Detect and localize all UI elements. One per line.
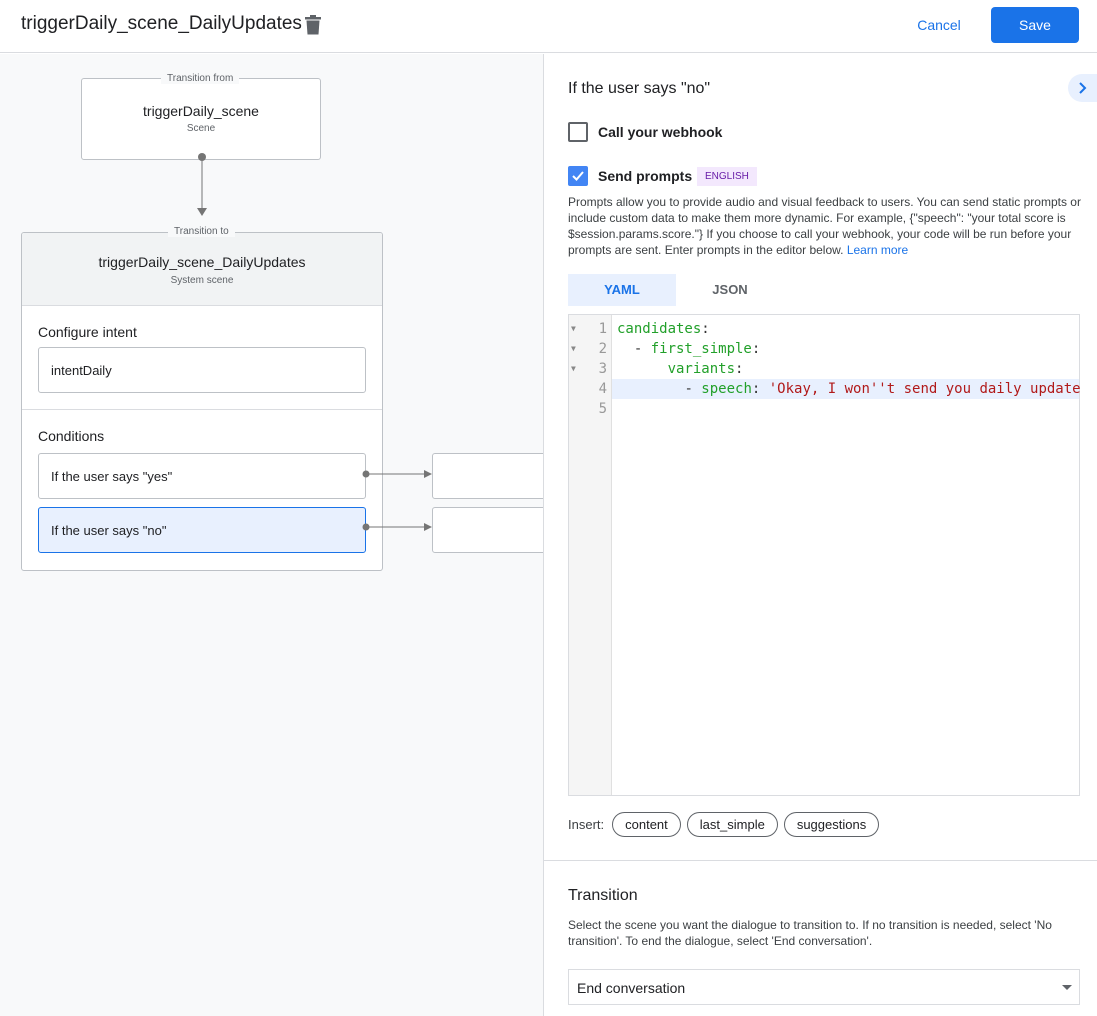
transition-description: Select the scene you want the dialogue t…: [568, 918, 1052, 948]
tab-json[interactable]: JSON: [712, 282, 748, 297]
insert-row: Insert: content last_simple suggestions: [568, 812, 885, 837]
transition-selected-value: End conversation: [577, 980, 686, 996]
insert-chip-suggestions[interactable]: suggestions: [783, 812, 880, 837]
learn-more-link[interactable]: Learn more: [846, 243, 909, 257]
intent-item[interactable]: intentDaily: [38, 347, 366, 393]
fold-arrow-icon: ▼: [571, 344, 576, 353]
prompts-label: Send prompts: [598, 168, 693, 184]
condition-no[interactable]: If the user says "no": [38, 507, 366, 553]
code-line: 4 - speech: 'Okay, I won''t send you dai…: [599, 379, 1081, 399]
transition-heading: Transition: [568, 887, 638, 904]
fold-arrow-icon: ▼: [571, 364, 576, 373]
line-number: 3: [598, 361, 607, 377]
insert-chip-content[interactable]: content: [612, 812, 681, 837]
line-number: 5: [598, 401, 607, 417]
line-number: 2: [598, 341, 607, 357]
condition-panel: If the user says "no" Call your webhook …: [543, 54, 1097, 1016]
cancel-button[interactable]: Cancel: [903, 8, 975, 42]
transition-from-node[interactable]: triggerDaily_scene Scene: [81, 78, 321, 160]
scene-header[interactable]: triggerDaily_scene_DailyUpdates System s…: [22, 233, 382, 306]
chevron-right-icon: [1079, 82, 1087, 94]
to-scene-name: triggerDaily_scene_DailyUpdates: [98, 254, 306, 270]
condition-connectors: [362, 470, 432, 531]
transition-from-label: Transition from: [161, 73, 240, 84]
from-scene-name: triggerDaily_scene: [143, 103, 259, 119]
code-line: 5: [569, 399, 1079, 419]
tab-yaml[interactable]: YAML: [568, 274, 676, 306]
check-icon: [572, 171, 584, 181]
flow-canvas: triggerDaily_scene Scene Transition from…: [0, 54, 562, 1016]
webhook-checkbox[interactable]: [568, 122, 588, 142]
to-scene-type: System scene: [170, 275, 234, 286]
divider: [544, 860, 1097, 861]
description-text: Prompts allow you to provide audio and v…: [568, 195, 1081, 257]
header: triggerDaily_scene_DailyUpdates Cancel S…: [0, 0, 1097, 53]
editor-gutter: [569, 315, 612, 795]
code-line: ▼3 variants:: [571, 361, 752, 377]
condition-yes[interactable]: If the user says "yes": [38, 453, 366, 499]
configure-intent-heading: Configure intent: [38, 324, 137, 340]
target-node-yes[interactable]: [432, 453, 562, 499]
connector-arrow: [197, 153, 207, 216]
conditions-heading: Conditions: [22, 409, 382, 444]
trash-icon[interactable]: [305, 15, 321, 35]
target-node-no[interactable]: [432, 507, 562, 553]
from-scene-type: Scene: [186, 123, 216, 134]
prompts-description: Prompts allow you to provide audio and v…: [568, 194, 1082, 258]
page-title: triggerDaily_scene_DailyUpdates: [21, 13, 302, 34]
code-line: ▼2 - first_simple:: [571, 341, 769, 357]
insert-label: Insert:: [568, 817, 605, 832]
fold-arrow-icon: ▼: [571, 324, 576, 333]
insert-chip-last-simple[interactable]: last_simple: [686, 812, 778, 837]
transition-to-label: Transition to: [168, 226, 235, 237]
line-number: 4: [598, 381, 607, 397]
transition-select[interactable]: End conversation: [568, 969, 1080, 1005]
prompts-checkbox[interactable]: [568, 166, 588, 186]
line-number: 1: [598, 321, 607, 337]
language-badge: ENGLISH: [697, 167, 757, 186]
save-button[interactable]: Save: [991, 7, 1079, 43]
webhook-label: Call your webhook: [598, 124, 723, 140]
collapse-panel-button[interactable]: [1068, 74, 1097, 102]
panel-title: If the user says "no": [568, 80, 711, 97]
dropdown-arrow-icon: [1062, 985, 1072, 990]
